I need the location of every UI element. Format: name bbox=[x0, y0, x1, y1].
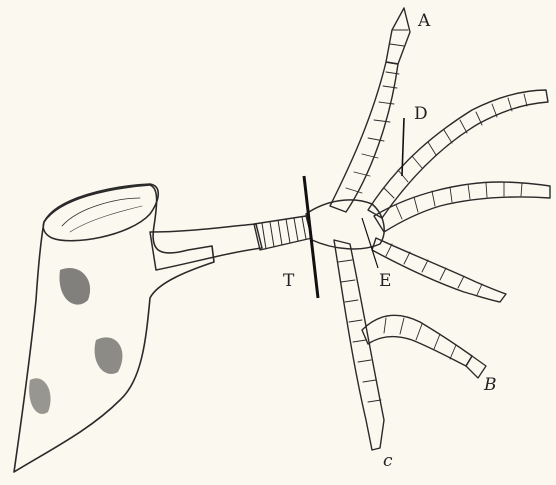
cut-line-d bbox=[402, 118, 404, 176]
shoot-c bbox=[334, 240, 384, 450]
label-d: D bbox=[414, 104, 428, 124]
trunk-stump bbox=[14, 184, 214, 472]
shoot-d bbox=[368, 90, 548, 218]
label-b: B bbox=[483, 375, 497, 395]
shoot-a bbox=[330, 8, 410, 212]
cut-line-e bbox=[362, 218, 378, 268]
label-t: T bbox=[283, 271, 295, 291]
label-e: E bbox=[379, 271, 391, 291]
label-c: c bbox=[383, 451, 393, 471]
lateral-limb bbox=[150, 216, 312, 270]
shoot-lower-right bbox=[372, 238, 506, 302]
shoot-middle bbox=[374, 182, 550, 232]
branch-node bbox=[306, 200, 384, 249]
shoot-b bbox=[362, 315, 486, 378]
label-a: A bbox=[417, 11, 431, 31]
